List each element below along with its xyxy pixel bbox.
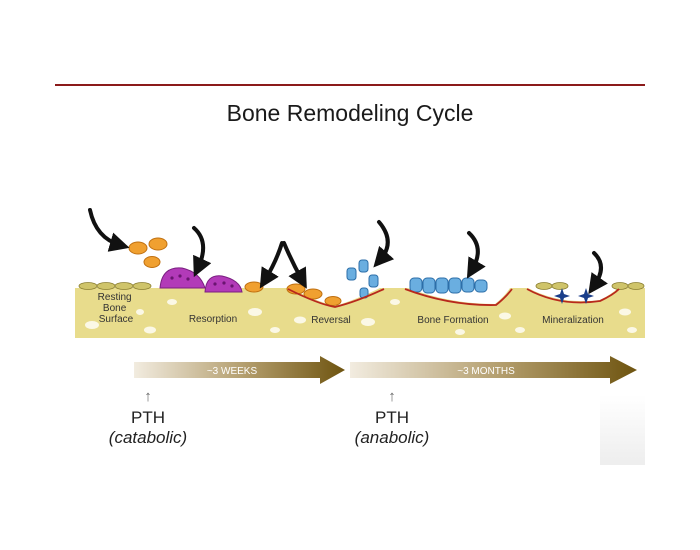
- svg-text:~3 MONTHS: ~3 MONTHS: [457, 366, 515, 377]
- stage-label-reversal: Reversal: [311, 315, 350, 326]
- osteoblast-precursors: [346, 259, 379, 299]
- stage-label-mineralization: Mineralization: [542, 315, 604, 326]
- osteoclast-precursors: [128, 237, 168, 268]
- pth-anabolic: ↑ PTH (anabolic): [332, 388, 452, 448]
- osteoclasts: [159, 267, 243, 293]
- timeline-arrow-weeks: ~3 WEEKS: [134, 356, 345, 384]
- osteocytes: [554, 288, 594, 304]
- diagram-title: Bone Remodeling Cycle: [226, 100, 474, 126]
- up-arrow-icon: ↑: [388, 388, 396, 405]
- cement-lines: [287, 288, 620, 308]
- stage-label-resorption: Resorption: [189, 314, 237, 325]
- up-arrow-icon: ↑: [144, 388, 152, 405]
- osteoblasts: [409, 277, 488, 294]
- stage-label-resting: Resting Bone Surface: [98, 292, 135, 325]
- lining-cells: [78, 282, 645, 290]
- timeline-arrow-months: ~3 MONTHS: [350, 356, 637, 384]
- top-divider: [55, 84, 645, 86]
- signal-arrows: [88, 208, 608, 295]
- corner-shade: [600, 395, 645, 465]
- stage-label-bone-formation: Bone Formation: [417, 315, 488, 326]
- pth-catabolic: ↑ PTH (catabolic): [88, 388, 208, 448]
- svg-text:~3 WEEKS: ~3 WEEKS: [207, 366, 258, 377]
